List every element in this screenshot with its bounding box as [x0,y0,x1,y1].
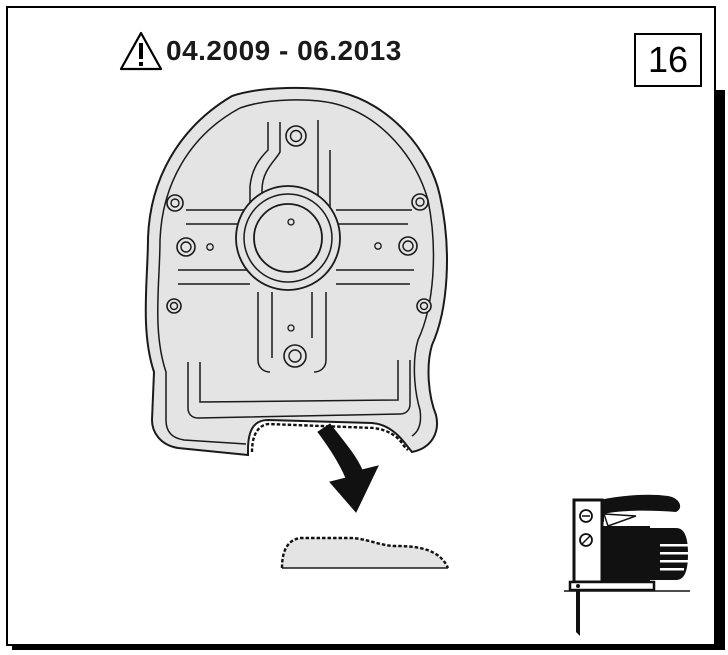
mounting-point [285,125,307,147]
step-number-box: 16 [634,33,702,87]
frame-shadow-bottom [12,646,725,650]
mounting-point [398,236,418,256]
mounting-point [283,344,307,368]
jigsaw-icon [564,494,690,636]
removed-section [282,538,448,568]
curved-arrow-down-icon [317,423,379,513]
step-number: 16 [647,39,689,80]
title-row: 04.2009 - 06.2013 [118,26,402,76]
cut-line [250,422,409,453]
mounting-point [416,298,432,314]
mounting-point [411,193,429,211]
mounting-point [166,298,182,314]
date-range-label: 04.2009 - 06.2013 [166,35,402,66]
frame-shadow-right [716,90,725,648]
warning-triangle-icon [119,31,163,71]
mounting-point [176,237,196,257]
mounting-point [166,194,184,212]
